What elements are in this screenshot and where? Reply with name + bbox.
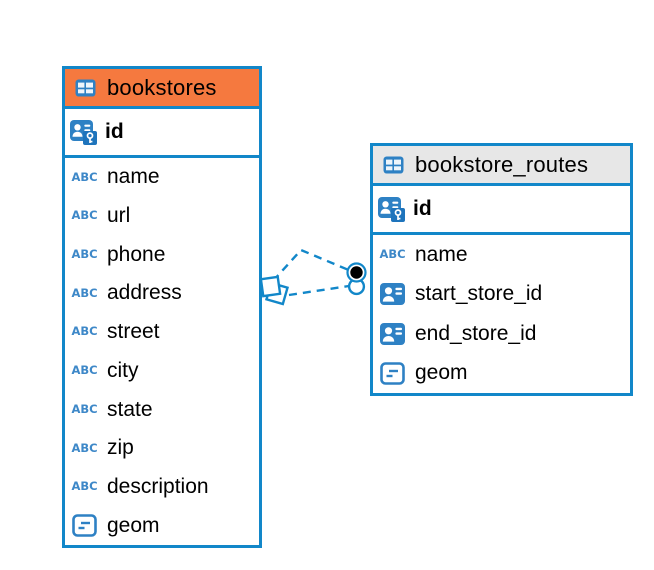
- geometry-type-icon: [71, 514, 98, 537]
- relationship-target-marker[interactable]: [346, 262, 367, 296]
- column-row-state[interactable]: ABC state: [65, 390, 259, 429]
- text-type-icon: ABC: [71, 247, 98, 261]
- column-label: address: [107, 281, 182, 305]
- column-row-end-store-id[interactable]: end_store_id: [373, 314, 630, 354]
- column-label: id: [413, 197, 432, 220]
- column-label: street: [107, 320, 160, 344]
- column-label: name: [107, 165, 160, 189]
- column-label: city: [107, 358, 139, 382]
- column-row-zip[interactable]: ABC zip: [65, 428, 259, 468]
- column-row-id[interactable]: id: [373, 186, 630, 235]
- column-label: zip: [107, 436, 134, 460]
- text-type-icon: ABC: [379, 247, 406, 261]
- column-row-name[interactable]: ABC name: [65, 158, 259, 197]
- text-type-icon: ABC: [71, 208, 98, 223]
- relationship-line-lower[interactable]: [288, 284, 350, 297]
- column-row-name[interactable]: ABC name: [373, 235, 630, 275]
- text-type-icon: ABC: [71, 285, 98, 300]
- table-icon: [380, 156, 407, 174]
- column-label: id: [105, 120, 124, 143]
- column-label: name: [415, 242, 468, 266]
- column-label: description: [107, 474, 209, 498]
- table-bookstore-routes[interactable]: bookstore_routes id ABC: [370, 143, 633, 396]
- column-label: state: [107, 397, 153, 421]
- column-label: phone: [107, 242, 166, 266]
- column-row-phone[interactable]: ABC phone: [65, 235, 259, 275]
- primary-key-icon: [378, 196, 405, 222]
- text-type-icon: ABC: [71, 169, 98, 184]
- reference-type-icon: [379, 322, 406, 345]
- column-row-street[interactable]: ABC street: [65, 312, 259, 352]
- text-type-icon: ABC: [71, 401, 98, 416]
- column-list: ABC name ABC url ABC phone ABC address A…: [65, 158, 259, 546]
- table-header-bookstores[interactable]: bookstores: [65, 69, 259, 109]
- primary-key-icon: [70, 119, 97, 145]
- text-type-icon: ABC: [71, 324, 98, 339]
- column-label: geom: [415, 361, 468, 385]
- column-row-geom[interactable]: geom: [65, 506, 259, 546]
- relationship-line-upper[interactable]: [272, 248, 352, 282]
- table-bookstores[interactable]: bookstores id ABC: [62, 66, 262, 548]
- column-row-description[interactable]: ABC description: [65, 467, 259, 507]
- column-list: ABC name start_store_id: [373, 235, 630, 393]
- column-label: url: [107, 204, 131, 228]
- table-title: bookstores: [107, 74, 217, 100]
- column-row-city[interactable]: ABC city: [65, 351, 259, 391]
- column-label: start_store_id: [415, 282, 543, 306]
- relationship-source-marker[interactable]: [259, 275, 289, 306]
- geometry-type-icon: [379, 361, 406, 385]
- column-label: end_store_id: [415, 321, 537, 345]
- column-row-id[interactable]: id: [65, 109, 259, 158]
- text-type-icon: ABC: [71, 479, 98, 494]
- column-row-start-store-id[interactable]: start_store_id: [373, 274, 630, 314]
- table-header-bookstore-routes[interactable]: bookstore_routes: [373, 146, 630, 186]
- text-type-icon: ABC: [71, 363, 98, 378]
- table-title: bookstore_routes: [415, 151, 589, 177]
- column-row-address[interactable]: ABC address: [65, 274, 259, 313]
- table-icon: [72, 79, 99, 97]
- reference-type-icon: [379, 283, 406, 306]
- text-type-icon: ABC: [71, 440, 98, 455]
- column-row-url[interactable]: ABC url: [65, 196, 259, 236]
- column-label: geom: [107, 513, 160, 537]
- column-row-geom[interactable]: geom: [373, 353, 630, 393]
